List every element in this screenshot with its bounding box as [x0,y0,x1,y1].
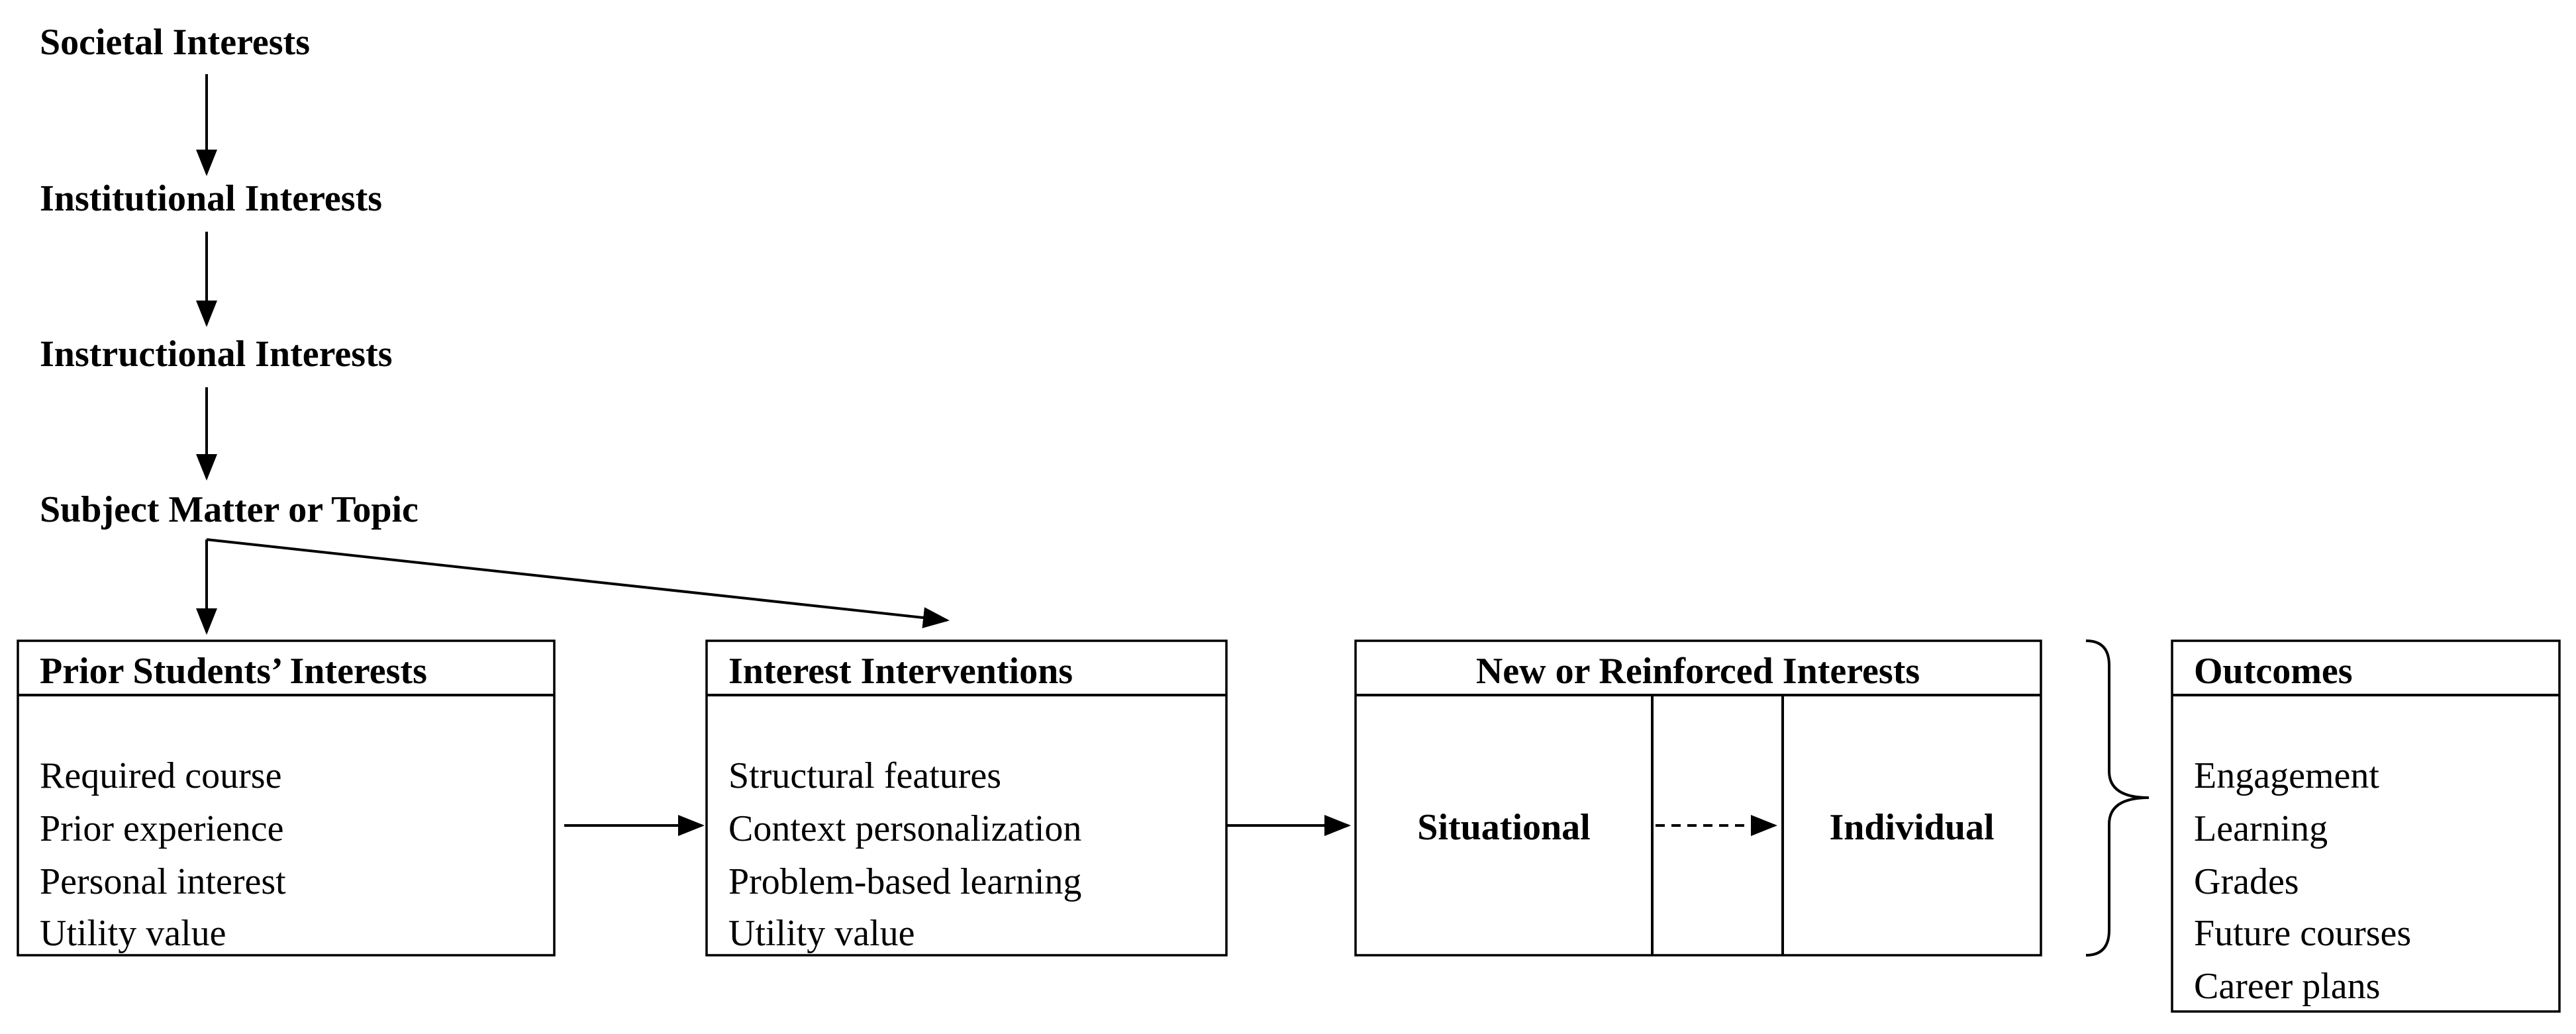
instructional-interests-label: Instructional Interests [40,334,393,375]
outcome-item-grades: Grades [2194,861,2299,902]
intervention-item-context-personalization: Context personalization [728,808,1081,849]
new-interests-box: New or Reinforced Interests Situational … [1354,639,2042,957]
subject-matter-label: Subject Matter or Topic [40,489,419,530]
new-interests-title: New or Reinforced Interests [1476,651,1920,692]
situational-label: Situational [1417,807,1590,848]
prior-item-utility-value: Utility value [40,913,226,954]
institutional-interests-label: Institutional Interests [40,178,382,219]
interventions-title: Interest Interventions [728,651,1073,692]
prior-item-prior-experience: Prior experience [40,808,283,849]
prior-interests-title: Prior Students’ Interests [40,651,427,692]
intervention-item-problem-based-learning: Problem-based learning [728,861,1081,902]
intervention-item-structural-features: Structural features [728,755,1001,796]
intervention-item-utility-value: Utility value [728,913,915,954]
outcome-item-engagement: Engagement [2194,755,2379,796]
interventions-box: Interest Interventions Structural featur… [705,639,1228,957]
outcomes-title: Outcomes [2194,651,2353,692]
arrow-subject-to-interventions [206,538,950,629]
outcome-item-career-plans: Career plans [2194,966,2380,1007]
outcomes-box: Outcomes Engagement Learning Grades Futu… [2171,639,2561,1013]
outcome-item-future-courses: Future courses [2194,913,2411,954]
individual-label: Individual [1829,807,1994,848]
prior-item-required-course: Required course [40,755,281,796]
grouping-brace [2085,639,2150,957]
prior-item-personal-interest: Personal interest [40,861,286,902]
prior-interests-box: Prior Students’ Interests Required cours… [17,639,556,957]
societal-interests-label: Societal Interests [40,22,310,63]
outcome-item-learning: Learning [2194,808,2328,849]
